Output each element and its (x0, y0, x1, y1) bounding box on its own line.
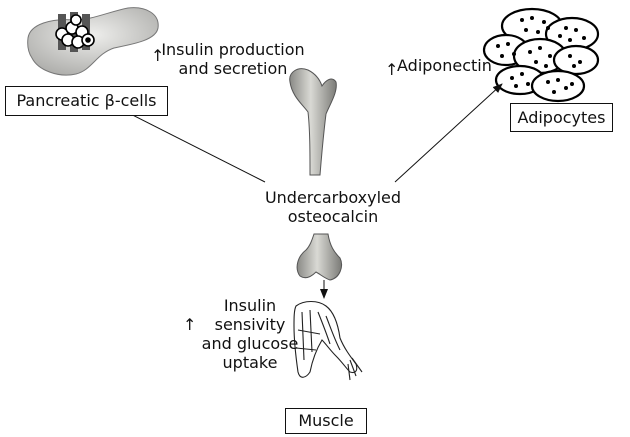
insulin-effect-line1: Insulin production (161, 40, 305, 59)
adipocytes-illustration (482, 7, 600, 103)
up-arrow-icon: ↑ (151, 46, 165, 65)
osteocalcin-label-line2: osteocalcin (287, 207, 379, 226)
beta-cells-cluster-icon (55, 12, 95, 52)
muscle-box: Muscle (285, 408, 367, 434)
osteocalcin-label: Undercarboxyled osteocalcin (248, 188, 418, 226)
muscle-effect-line2: sensivity (214, 315, 286, 334)
insulin-effect-label: Insulin production and secretion (158, 40, 308, 78)
insulin-effect-line2: and secretion (178, 59, 288, 78)
pancreas-illustration (27, 7, 159, 76)
muscle-effect-label: Insulin sensivity and glucose uptake (198, 296, 302, 372)
pancreatic-beta-cells-box: Pancreatic β-cells (5, 86, 168, 116)
adipocytes-box: Adipocytes (510, 103, 613, 132)
arm-muscle-illustration (293, 300, 363, 381)
adiponectin-effect-label: Adiponectin (397, 56, 492, 75)
up-arrow-icon: ↑ (385, 60, 399, 79)
femur-lower-illustration (296, 233, 343, 281)
lipid-droplets (496, 16, 586, 94)
arrow-to-adipocytes (394, 83, 503, 183)
femur-upper-illustration (289, 68, 337, 176)
muscle-effect-line4: uptake (222, 353, 278, 372)
osteocalcin-label-line1: Undercarboxyled (264, 188, 402, 207)
muscle-effect-line1: Insulin (223, 296, 277, 315)
up-arrow-icon: ↑ (183, 315, 197, 334)
muscle-effect-line3: and glucose (201, 334, 299, 353)
